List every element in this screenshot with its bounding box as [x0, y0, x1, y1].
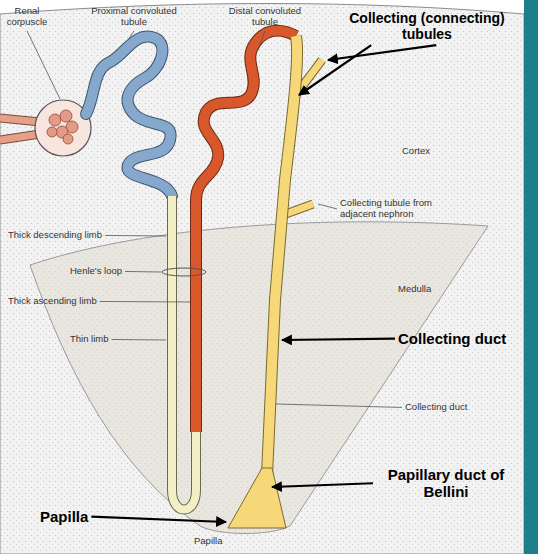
- leader-line: [112, 339, 166, 341]
- leader-line: [318, 204, 337, 209]
- leader-line: [125, 271, 161, 273]
- region-label: Cortex: [402, 146, 430, 157]
- proximal-tubule: [86, 36, 172, 196]
- callout-arrow: [328, 45, 436, 60]
- part-label: Proximal convoluted tubule: [88, 6, 180, 28]
- medulla-stipple: [30, 222, 488, 534]
- callout-label: Papilla: [40, 508, 88, 525]
- vessel-outline: [0, 118, 40, 122]
- part-label: Collecting duct: [405, 402, 467, 413]
- part-label: Distal convoluted tubule: [222, 6, 308, 28]
- duct-outline: [267, 36, 297, 475]
- efferent-vessel: [0, 134, 40, 140]
- callout-arrow: [91, 517, 226, 522]
- leader-line: [128, 31, 134, 40]
- callout-label: Papillary duct of Bellini: [376, 466, 516, 501]
- callout-arrow: [272, 483, 373, 487]
- callout-label: Collecting (connecting) tubules: [334, 10, 520, 42]
- part-label: Thick ascending limb: [8, 296, 97, 307]
- callout-label: Collecting duct: [398, 330, 506, 347]
- afferent-vessel: [0, 118, 40, 122]
- part-label: Collecting tubule from adjacent nephron: [340, 198, 455, 220]
- leader-line: [100, 301, 190, 303]
- leader-line: [276, 404, 402, 407]
- leader-line: [27, 31, 60, 99]
- glomerulus: [47, 110, 78, 144]
- part-label: Henle's loop: [70, 266, 122, 277]
- leader-line: [105, 235, 166, 237]
- region-label: Medulla: [398, 284, 431, 295]
- medulla-region: [30, 222, 488, 534]
- papillary-duct: [228, 468, 286, 528]
- tubule-outline: [86, 36, 172, 196]
- cortex-stipple: [0, 4, 524, 554]
- leader-line: [258, 31, 265, 50]
- part-label: Papilla: [194, 536, 223, 547]
- callout-arrow: [282, 339, 395, 340]
- callout-arrow: [299, 45, 371, 95]
- collecting-duct: [267, 36, 297, 475]
- side-bar: [524, 0, 538, 554]
- part-label: Renal corpuscle: [4, 6, 50, 28]
- loop-marker: [162, 268, 206, 276]
- part-label: Thin limb: [70, 334, 109, 345]
- part-label: Thick descending limb: [8, 230, 102, 241]
- cortex-region: [0, 4, 524, 554]
- vessel-outline: [0, 134, 40, 140]
